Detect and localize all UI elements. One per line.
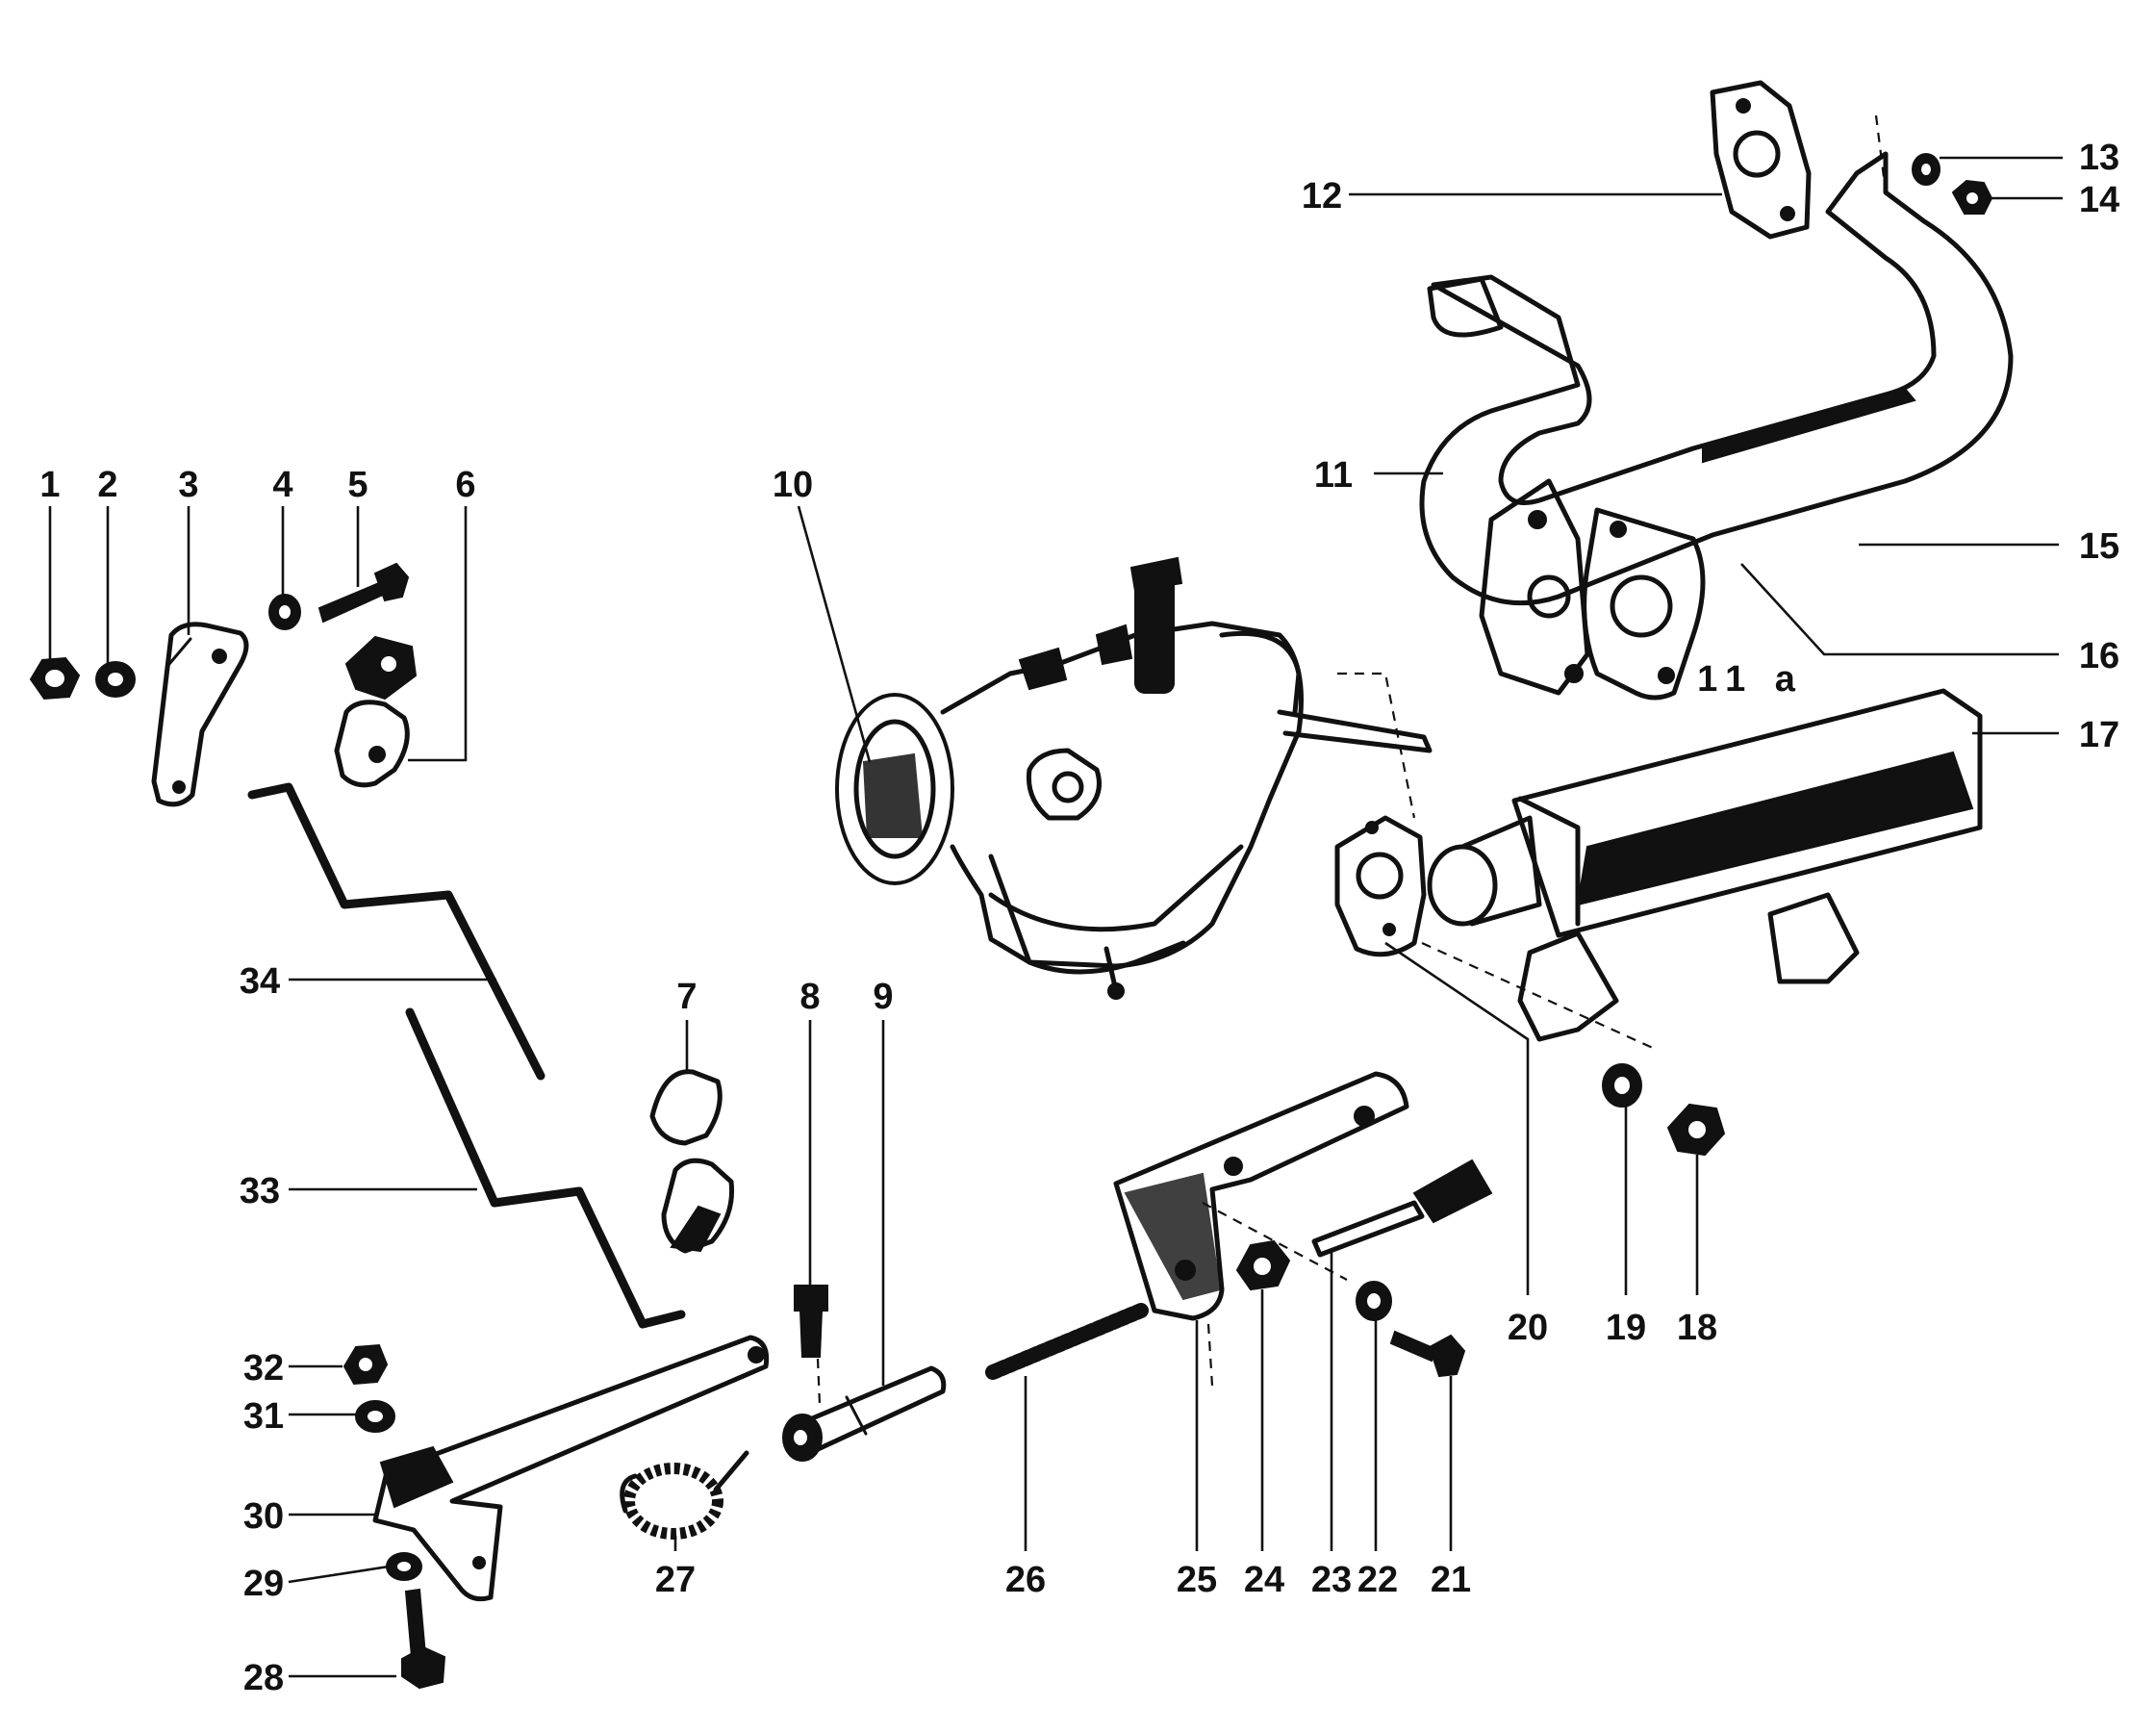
callout-18: 18 — [1677, 1308, 1717, 1348]
part-6-clip — [334, 635, 418, 788]
callout-13: 13 — [2079, 138, 2119, 178]
part-12-gasket — [1710, 80, 1812, 240]
callout-33: 33 — [240, 1171, 280, 1211]
callout-8: 8 — [799, 977, 820, 1017]
assembly-dashed-lines — [816, 115, 1888, 1406]
part-23-adjust-screw — [1311, 1159, 1493, 1258]
part-34-rod — [247, 782, 545, 1081]
part-5-screw — [317, 562, 410, 624]
part-17-muffler — [1427, 688, 1983, 1042]
callout-31: 31 — [243, 1396, 284, 1437]
callout-6: 6 — [455, 465, 475, 505]
part-30-throttle-lever — [372, 1335, 770, 1602]
part-18-nut — [1666, 1103, 1726, 1157]
part-31-washer — [355, 1400, 395, 1433]
callout-17: 17 — [2079, 715, 2119, 755]
part-27-spring — [620, 1450, 749, 1540]
callout-29: 29 — [243, 1564, 284, 1604]
part-9-pin — [782, 1365, 947, 1462]
callout-22: 22 — [1357, 1560, 1398, 1600]
callout-14: 14 — [2079, 180, 2119, 220]
part-10-carburettor — [835, 556, 1433, 1000]
callout-27: 27 — [655, 1560, 696, 1600]
callout-numbers: 1 2 3 4 5 6 7 8 9 10 11 12 13 14 15 16 1… — [39, 138, 2119, 1698]
part-28-screw — [401, 1588, 446, 1690]
callout-16: 16 — [2079, 636, 2119, 676]
callout-7: 7 — [676, 977, 697, 1017]
callout-21: 21 — [1431, 1560, 1471, 1600]
part-19-washer — [1602, 1063, 1642, 1108]
callout-25: 25 — [1177, 1560, 1217, 1600]
callout-28: 28 — [243, 1658, 284, 1698]
callout-10: 10 — [773, 465, 813, 505]
part-4-lock-washer — [268, 594, 301, 630]
part-29-washer — [386, 1552, 422, 1581]
callout-15: 15 — [2079, 526, 2119, 567]
callout-26: 26 — [1005, 1560, 1046, 1600]
part-24-nut — [1235, 1239, 1291, 1291]
part-8-screw — [794, 1285, 828, 1358]
part-7-clip — [649, 1069, 735, 1254]
part-25-bracket — [1113, 1071, 1409, 1321]
callout-24: 24 — [1244, 1560, 1284, 1600]
part-32-nut — [342, 1343, 389, 1386]
part-11-manifold — [1419, 151, 2014, 696]
callout-2: 2 — [97, 465, 117, 505]
callout-1: 1 — [39, 465, 60, 505]
callout-30: 30 — [243, 1496, 284, 1537]
part-26-spring — [985, 1303, 1149, 1380]
callout-11a: 11 a — [1697, 659, 1805, 700]
callout-19: 19 — [1606, 1308, 1646, 1348]
callout-3: 3 — [178, 465, 198, 505]
callout-32: 32 — [243, 1348, 284, 1389]
part-3-lever — [151, 622, 249, 807]
callout-34: 34 — [240, 961, 280, 1002]
leader-lines — [48, 156, 2063, 1678]
callout-12: 12 — [1302, 176, 1342, 217]
callout-20: 20 — [1508, 1308, 1548, 1348]
part-13-washer — [1912, 153, 1940, 186]
part-33-rod — [405, 1007, 686, 1329]
part-20-gasket — [1334, 815, 1427, 957]
callout-9: 9 — [873, 977, 893, 1017]
part-14-nut — [1951, 179, 1993, 215]
callout-4: 4 — [272, 465, 292, 505]
part-21-screw — [1389, 1330, 1466, 1378]
callout-23: 23 — [1311, 1560, 1352, 1600]
part-11a-gasket — [1582, 507, 1706, 701]
part-22-washer — [1356, 1281, 1392, 1321]
part-1-nut — [29, 656, 81, 701]
part-2-washer — [95, 661, 136, 698]
callout-5: 5 — [347, 465, 368, 505]
callout-11: 11 — [1314, 455, 1353, 496]
